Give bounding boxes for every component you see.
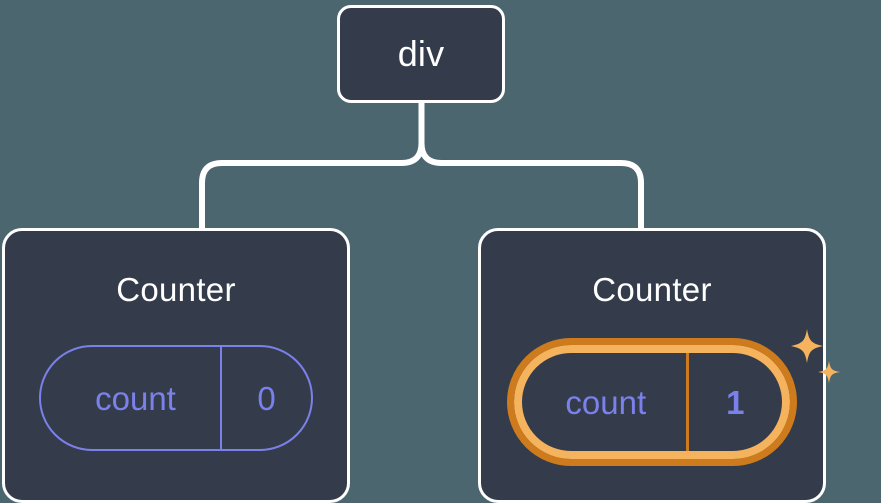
state-pill-wrap-right: count 1 [507,329,840,466]
node-div-label: div [397,33,445,74]
state-pill-right[interactable]: count 1 [507,338,797,466]
node-counter-left-title: Counter [116,271,236,308]
node-counter-right-title: Counter [592,271,712,308]
state-key-left: count [95,379,176,417]
node-counter-right[interactable]: Counter count 1 [478,228,840,503]
connector-root-stem [199,100,425,231]
sparkle-large-icon [791,329,823,363]
node-div[interactable]: div [337,5,505,103]
node-counter-left[interactable]: Counter count 0 [2,228,350,503]
state-value-left: 0 [220,347,311,449]
sparkles-icon [791,329,840,383]
state-key-right: count [565,383,647,421]
state-pill-left[interactable]: count 0 [39,345,313,451]
sparkle-small-icon [818,361,840,383]
state-value-right: 1 [685,353,782,451]
connector-root-stem-right [418,100,644,231]
state-pill-wrap-left: count 0 [39,345,313,451]
